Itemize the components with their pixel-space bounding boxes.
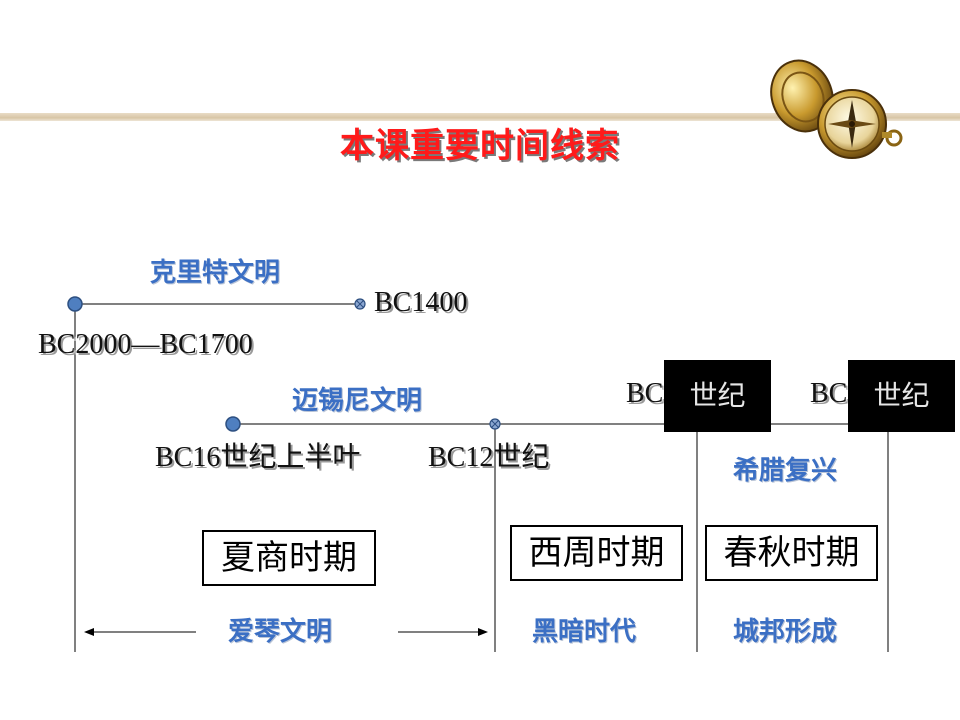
era-city-state: 城邦形成 (733, 617, 838, 647)
period-xia-shang: 夏商时期 (202, 530, 376, 586)
era-aegean: 爱琴文明 (228, 617, 333, 647)
marker-2-box: 世纪 (848, 360, 955, 432)
mycenae-start-dot (225, 416, 241, 432)
crete-label: 克里特文明 (150, 258, 281, 288)
period-spring-autumn: 春秋时期 (705, 525, 878, 581)
mycenae-label: 迈锡尼文明 (292, 386, 423, 416)
crete-start-dot (67, 296, 83, 312)
era-dark-age: 黑暗时代 (532, 617, 637, 647)
period-western-zhou: 西周时期 (510, 525, 683, 581)
header-bar (0, 113, 960, 121)
mycenae-end-date: BC12世纪 (428, 442, 550, 473)
mycenae-start-date: BC16世纪上半叶 (155, 442, 361, 473)
revival-label: 希腊复兴 (733, 456, 838, 486)
compass-icon (770, 59, 903, 159)
marker-1-box: 世纪 (664, 360, 771, 432)
crete-start-date: BC2000—BC1700 (38, 329, 253, 360)
marker-2-suffix: 世纪 (873, 379, 930, 412)
marker-1-prefix: BC (626, 378, 664, 409)
crete-end-date: BC1400 (374, 287, 468, 318)
marker-2-prefix: BC (810, 378, 848, 409)
marker-1-suffix: 世纪 (689, 379, 746, 412)
page-title: 本课重要时间线索 (340, 126, 620, 166)
